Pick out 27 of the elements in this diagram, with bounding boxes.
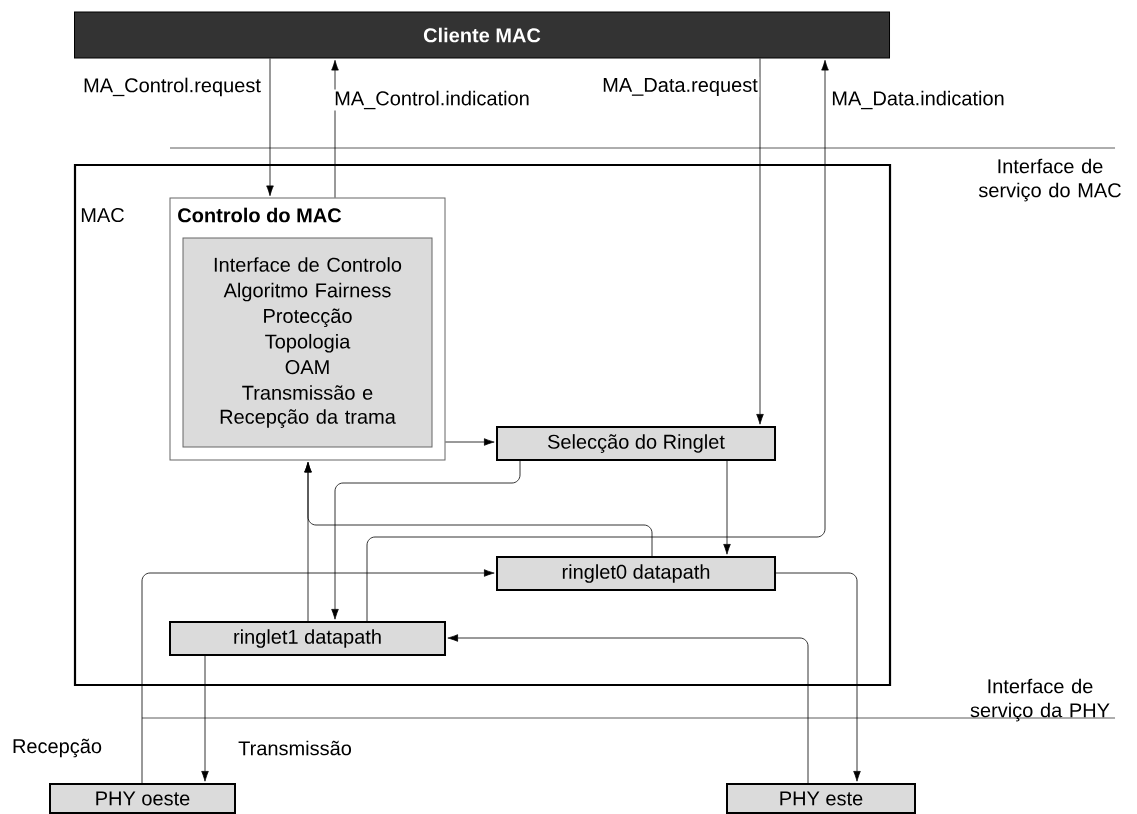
- arrow: [366, 59, 829, 622]
- arrow: [141, 569, 495, 784]
- function-list-box: Interface de Controlo Algoritmo Fairness Protecção Topologia OAM Transmissão e Recepção da trama: [182, 237, 433, 448]
- arrow: [723, 460, 731, 555]
- arrow: [445, 438, 495, 446]
- arrow: [331, 59, 339, 198]
- process-box: ringlet0 datapath: [496, 556, 776, 591]
- arrow: [447, 634, 809, 784]
- process-box: ringlet1 datapath: [169, 621, 446, 656]
- arrow: [756, 58, 764, 425]
- process-box: Selecção do Ringlet: [496, 426, 776, 461]
- arrow: [201, 655, 209, 782]
- client-bar: Cliente MAC: [74, 11, 890, 59]
- arrow: [304, 461, 653, 557]
- edge-label: MA_Control.request: [81, 76, 263, 98]
- edge-label: MA_Data.indication: [829, 89, 1007, 111]
- interface-label: Interface de serviço do MAC: [978, 158, 1121, 202]
- arrow: [775, 572, 861, 782]
- arrow: [266, 58, 274, 197]
- arrow: [331, 460, 521, 620]
- phy-box: PHY oeste: [49, 783, 236, 814]
- edge-label: Transmissão: [236, 739, 354, 757]
- edge-label: Recepção: [10, 737, 104, 759]
- phy-box: PHY este: [726, 783, 916, 814]
- interface-label: Interface de serviço da PHY: [970, 678, 1110, 722]
- edge-label: MA_Control.indication: [332, 89, 532, 111]
- edge-label: MA_Data.request: [600, 76, 760, 98]
